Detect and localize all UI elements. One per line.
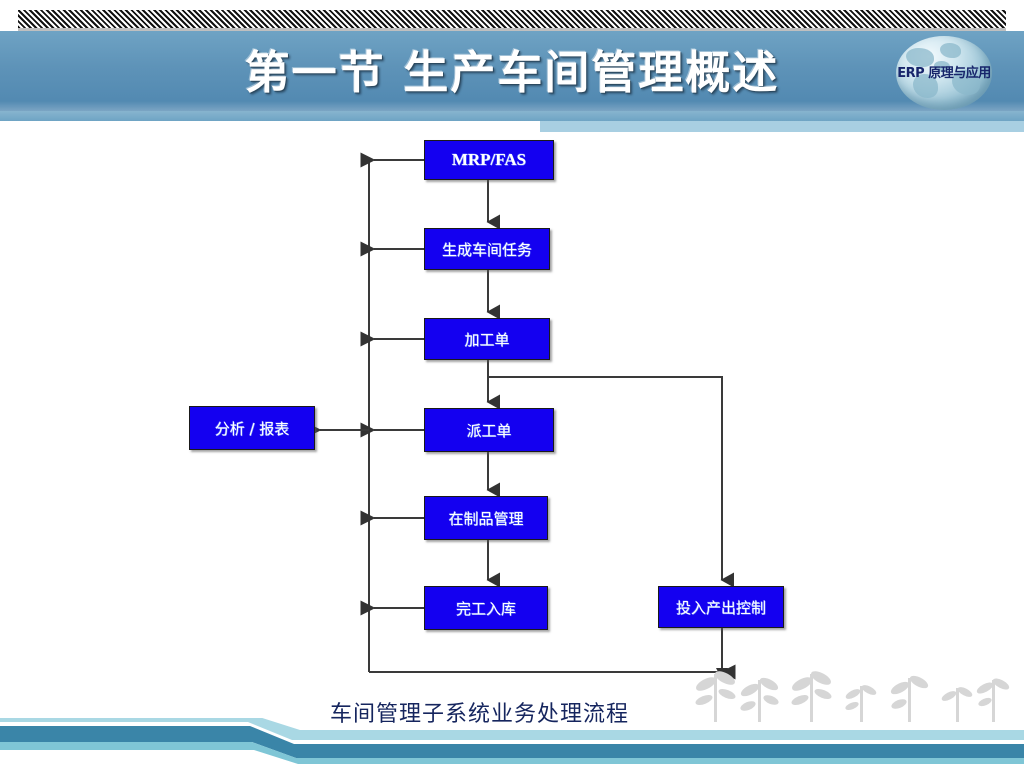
diagram-caption: 车间管理子系统业务处理流程 <box>330 702 630 727</box>
top-hatch-decoration <box>18 10 1006 28</box>
flow-node-mrp[interactable]: MRP/FAS <box>424 140 554 180</box>
flow-node-task[interactable]: 生成车间任务 <box>424 228 550 270</box>
header-accent-strip-lower <box>540 121 1024 132</box>
flow-node-label: 在制品管理 <box>448 509 524 528</box>
header-accent-strip-mid <box>0 111 1024 121</box>
flow-node-label: 生成车间任务 <box>441 240 532 259</box>
flow-node-label: MRP/FAS <box>451 150 527 169</box>
flow-node-label: 投入产出控制 <box>675 598 766 617</box>
flow-node-workord[interactable]: 加工单 <box>424 318 550 360</box>
flow-node-label: 完工入库 <box>455 599 516 618</box>
slide-header-bar <box>0 31 1024 111</box>
flow-node-label: 派工单 <box>466 421 512 440</box>
flow-node-report[interactable]: 分析 / 报表 <box>189 406 315 450</box>
flow-node-wip[interactable]: 在制品管理 <box>424 496 548 540</box>
globe-icon <box>896 36 992 110</box>
page-title: 第一节 生产车间管理概述 <box>244 46 780 99</box>
flow-node-label: 加工单 <box>464 330 510 349</box>
logo-label: ERP 原理与应用 <box>897 66 991 81</box>
flow-node-dispatch[interactable]: 派工单 <box>424 408 554 452</box>
top-hatch-shadow <box>18 28 1006 31</box>
flow-node-label: 分析 / 报表 <box>214 419 290 438</box>
grass-decoration <box>695 671 1010 722</box>
flow-node-io[interactable]: 投入产出控制 <box>658 586 784 628</box>
flow-node-finish[interactable]: 完工入库 <box>424 586 548 630</box>
erp-logo: ERP 原理与应用 <box>896 36 992 110</box>
footer-decoration <box>0 718 1024 764</box>
